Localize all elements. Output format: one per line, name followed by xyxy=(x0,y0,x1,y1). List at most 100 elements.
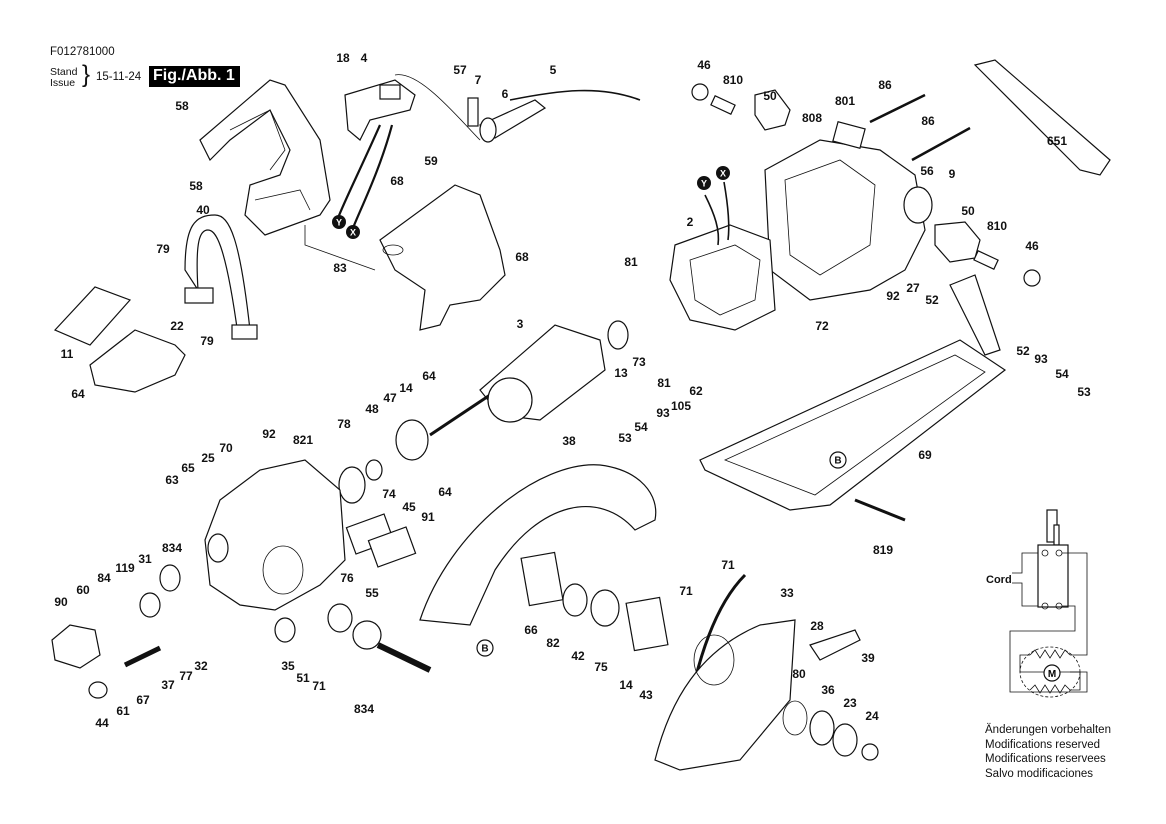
bracket-83 xyxy=(304,225,376,271)
part-number-label: 27 xyxy=(906,281,920,295)
part-number-label: 7 xyxy=(475,73,482,87)
part-number-label: 32 xyxy=(194,659,208,673)
part-number-label: 54 xyxy=(1055,367,1069,381)
part-number-label: 70 xyxy=(219,441,233,455)
washer-24-part xyxy=(832,723,858,757)
gasket-45-part xyxy=(367,526,417,568)
nut-44-part xyxy=(88,681,108,699)
flange-23-part xyxy=(809,710,835,746)
marker-x-stator: X xyxy=(716,166,730,180)
part-number-label: 93 xyxy=(1034,352,1048,366)
part-number-label: 24 xyxy=(865,709,879,723)
part-number-label: 82 xyxy=(546,636,560,650)
bearing-14-part xyxy=(395,419,429,461)
part-number-label: 14 xyxy=(619,678,633,692)
part-number-label: 90 xyxy=(54,595,68,609)
bearing-55-part xyxy=(327,603,353,633)
washer-35-part xyxy=(274,617,296,643)
part-number-label: 83 xyxy=(333,261,347,275)
pinion-834-part xyxy=(159,564,181,592)
part-number-label: 86 xyxy=(921,114,935,128)
part-number-label: 651 xyxy=(1047,134,1067,148)
figure-badge: Fig./Abb. 1 xyxy=(149,66,240,87)
part-number-label: 63 xyxy=(165,473,179,487)
document-number: F012781000 xyxy=(50,46,115,58)
part-number-label: 105 xyxy=(671,399,691,413)
part-number-label: 46 xyxy=(697,58,711,72)
note-fr: Modifications reservees xyxy=(985,753,1106,765)
lead-wire xyxy=(394,74,481,141)
part-number-label: 36 xyxy=(821,683,835,697)
issue-date: 15-11-24 xyxy=(96,71,142,83)
part-number-label: 58 xyxy=(189,179,203,193)
svg-text:B: B xyxy=(481,644,488,655)
part-number-label: 48 xyxy=(365,402,379,416)
part-number-label: 92 xyxy=(262,427,276,441)
part-number-label: 64 xyxy=(71,387,85,401)
label-plate-part xyxy=(53,286,132,346)
carry-handle-part xyxy=(184,214,258,340)
part-number-label: 75 xyxy=(594,660,608,674)
part-number-label: 22 xyxy=(170,319,184,333)
part-number-label: 77 xyxy=(179,669,193,683)
part-number-label: 821 xyxy=(293,433,313,447)
part-number-label: 9 xyxy=(949,167,956,181)
part-number-label: 71 xyxy=(312,679,326,693)
bushing-48-part xyxy=(365,459,383,481)
part-number-label: 808 xyxy=(802,111,822,125)
cord-label: Cord xyxy=(986,574,1012,586)
part-number-label: 80 xyxy=(792,667,806,681)
part-number-label: 38 xyxy=(562,434,576,448)
part-number-label: 81 xyxy=(624,255,638,269)
part-number-label: 119 xyxy=(115,561,135,575)
part-number-label: 2 xyxy=(687,215,694,229)
wiring-diagram: M xyxy=(1009,509,1088,698)
part-number-label: 39 xyxy=(861,651,875,665)
wrench-part xyxy=(973,59,1111,176)
stator-wire-y xyxy=(704,194,720,246)
cord-part xyxy=(467,89,641,143)
part-number-label: 61 xyxy=(116,704,130,718)
svg-text:X: X xyxy=(720,169,726,179)
part-number-label: 53 xyxy=(618,431,632,445)
bearing-14b-part xyxy=(590,589,620,627)
part-number-label: 57 xyxy=(453,63,467,77)
part-number-label: 71 xyxy=(721,558,735,572)
part-number-label: 44 xyxy=(95,716,109,730)
part-number-label: 84 xyxy=(97,571,111,585)
lower-guard-hub xyxy=(693,634,735,686)
field-stator-part xyxy=(669,224,776,331)
stator-wire-x xyxy=(723,181,730,241)
part-number-label: 25 xyxy=(201,451,215,465)
part-number-label: 14 xyxy=(399,381,413,395)
part-number-label: 54 xyxy=(634,420,648,434)
motor-symbol-label: M xyxy=(1048,669,1056,680)
part-number-label: 4 xyxy=(361,51,368,65)
svg-text:B: B xyxy=(834,456,841,467)
part-number-label: 69 xyxy=(918,448,932,462)
brush-holder-side-part xyxy=(934,221,1041,287)
stand-issue-label: Stand Issue xyxy=(50,67,77,89)
part-number-label: 60 xyxy=(76,583,90,597)
gear-shaft-834-part xyxy=(352,620,432,673)
part-number-label: 13 xyxy=(614,366,628,380)
flange-43-part xyxy=(625,596,669,652)
part-number-label: 71 xyxy=(679,584,693,598)
part-number-label: 46 xyxy=(1025,239,1039,253)
pin-66-part xyxy=(854,498,906,522)
part-number-label: 35 xyxy=(281,659,295,673)
part-number-label: 810 xyxy=(987,219,1007,233)
part-number-label: 31 xyxy=(138,552,152,566)
part-number-label: 28 xyxy=(810,619,824,633)
cover-part xyxy=(89,329,186,393)
lower-guard-part xyxy=(654,619,796,771)
ring-36-part xyxy=(782,700,808,736)
stand-label: Stand xyxy=(50,66,78,78)
washer-75-part xyxy=(562,583,588,617)
cap-90-part xyxy=(51,624,101,669)
part-number-label: 64 xyxy=(438,485,452,499)
svg-text:Y: Y xyxy=(701,179,707,189)
brush-holder-top-part xyxy=(691,83,791,131)
note-de: Änderungen vorbehalten xyxy=(985,724,1111,736)
